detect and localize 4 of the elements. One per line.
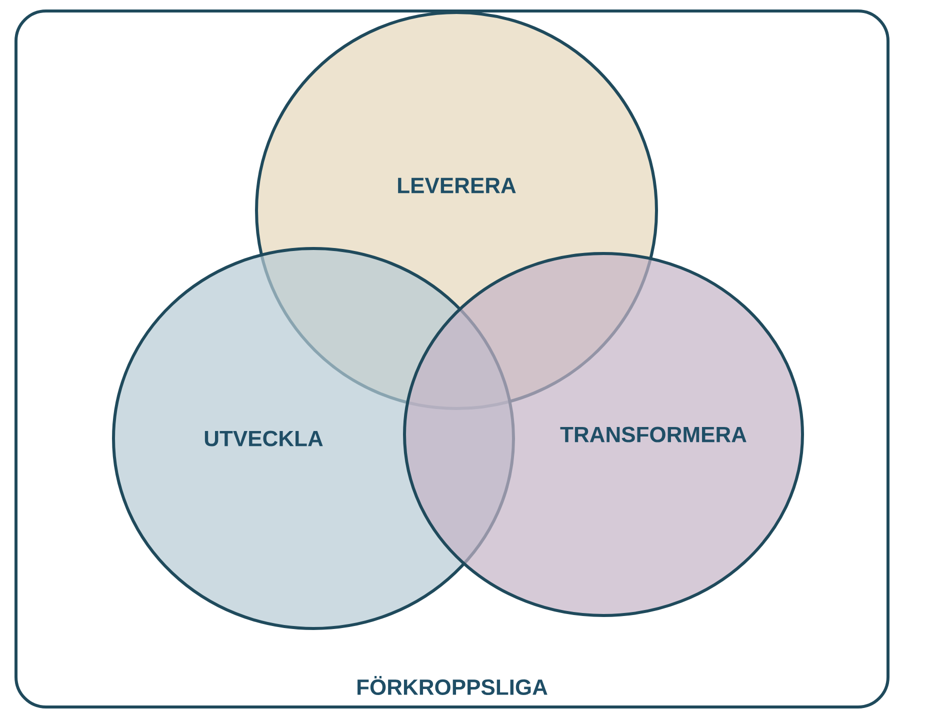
venn-circle	[403, 252, 804, 617]
circle-label: TRANSFORMERA	[560, 426, 746, 442]
circle-label: LEVERERA	[398, 178, 516, 194]
circle-label: UTVECKLA	[204, 430, 323, 446]
